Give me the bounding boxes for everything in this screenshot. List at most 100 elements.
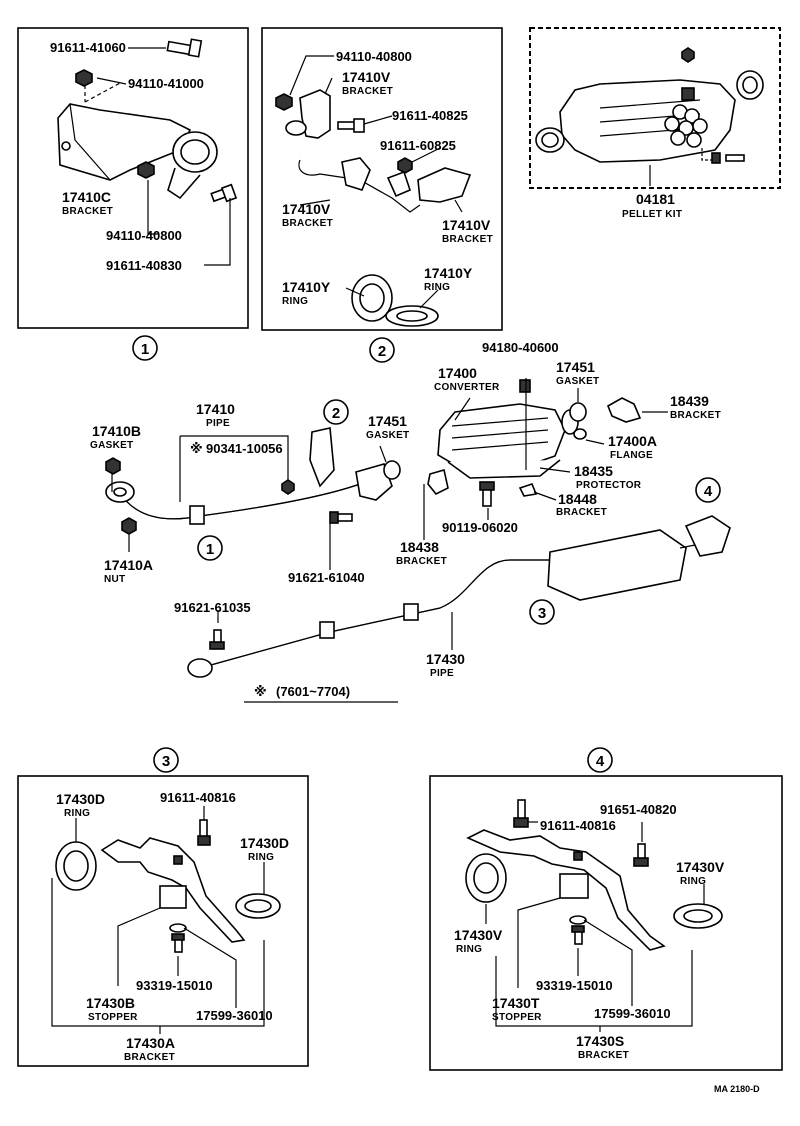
panel-1: 91611-41060 94110-41000 17410C BRACKET 9… bbox=[17, 27, 249, 361]
stopper-17430B bbox=[159, 885, 187, 909]
label-17430S-desc: BRACKET bbox=[578, 1050, 629, 1061]
label-17410B: 17410B bbox=[92, 423, 141, 439]
label-90341-10056: 90341-10056 bbox=[206, 441, 283, 456]
label-18439: 18439 bbox=[670, 393, 709, 409]
label-91611-40825: 91611-40825 bbox=[392, 108, 468, 123]
bracket-18448-shape bbox=[518, 483, 538, 497]
label-18448: 18448 bbox=[558, 491, 597, 507]
label-17410A-desc: NUT bbox=[104, 574, 125, 585]
label-18439-desc: BRACKET bbox=[670, 410, 721, 421]
nut-94110-40800 bbox=[137, 161, 155, 179]
label-17599-36010-p4: 17599-36010 bbox=[594, 1006, 671, 1021]
label-17430A-desc: BRACKET bbox=[124, 1052, 175, 1063]
label-17430D-a: 17430D bbox=[56, 791, 105, 807]
label-17451-a: 17451 bbox=[556, 359, 595, 375]
label-17410Y-b: 17410Y bbox=[424, 265, 473, 281]
gasket-17451-a bbox=[569, 402, 587, 422]
bracket-main-joint bbox=[355, 463, 393, 501]
callout-main-2: 2 bbox=[332, 405, 340, 422]
label-17430V-a: 17430V bbox=[454, 927, 503, 943]
bolt-93319-15010-p3 bbox=[169, 923, 187, 953]
bracket-17410V-main bbox=[309, 427, 335, 488]
bracket-17410C-shape bbox=[57, 103, 218, 200]
bolt-91611-40816-p4 bbox=[513, 799, 529, 828]
label-17451-b-desc: GASKET bbox=[366, 430, 409, 441]
bracket-17410V-c bbox=[417, 167, 472, 203]
label-04181: 04181 bbox=[636, 191, 675, 207]
label-04181-desc: PELLET KIT bbox=[622, 209, 682, 220]
note-symbol-a: ※ bbox=[190, 442, 203, 457]
callout-circle-2 bbox=[369, 337, 395, 363]
kit-bolt bbox=[711, 152, 745, 164]
panel-3-frame bbox=[17, 775, 309, 1067]
label-91621-61035: 91621-61035 bbox=[174, 600, 251, 615]
bolt-93319-15010-p4 bbox=[569, 915, 587, 945]
callout-2: 2 bbox=[378, 343, 386, 360]
callout-circle-1 bbox=[132, 335, 158, 361]
bolt-91611-41060 bbox=[166, 38, 203, 58]
label-17451-b: 17451 bbox=[368, 413, 407, 429]
label-17599-36010-p3: 17599-36010 bbox=[196, 1008, 273, 1023]
label-17400-desc: CONVERTER bbox=[434, 382, 500, 393]
bolt-90119-06020 bbox=[479, 481, 495, 507]
bracket-17410V-a bbox=[299, 89, 331, 139]
label-17430-desc: PIPE bbox=[430, 668, 454, 679]
pellet-kit-panel: 04181 PELLET KIT bbox=[529, 27, 781, 220]
label-17410C-desc: BRACKET bbox=[62, 206, 113, 217]
label-17410Y-b-desc: RING bbox=[424, 282, 450, 293]
stopper-17430T bbox=[559, 873, 589, 899]
bolt-91621-61040 bbox=[329, 511, 353, 524]
label-91611-41060: 91611-41060 bbox=[50, 40, 126, 55]
pipe-17430-shape bbox=[187, 515, 731, 678]
label-91611-40816-p4: 91611-40816 bbox=[540, 818, 616, 833]
main-assembly: 94180-40600 17400 CONVERTER 17451 GASKET… bbox=[90, 340, 731, 703]
callout-circle-main-3 bbox=[529, 599, 555, 625]
pellet-kit-frame bbox=[529, 27, 781, 189]
flange-17400A-shape bbox=[573, 428, 587, 440]
bracket-17430S-shape bbox=[466, 829, 666, 951]
callout-1: 1 bbox=[141, 341, 149, 358]
label-17410Y-a: 17410Y bbox=[282, 279, 331, 295]
label-91651-40820: 91651-40820 bbox=[600, 802, 677, 817]
label-94110-40800-p2: 94110-40800 bbox=[336, 49, 412, 64]
callout-3: 3 bbox=[162, 753, 170, 770]
callout-circle-main-2 bbox=[323, 399, 349, 425]
callout-circle-main-1 bbox=[197, 535, 223, 561]
label-17410V-a: 17410V bbox=[342, 69, 391, 85]
date-note: (7601~7704) bbox=[276, 684, 350, 699]
callout-circle-main-4 bbox=[695, 477, 721, 503]
bracket-17410V-b bbox=[298, 159, 421, 213]
note-symbol-b: ※ bbox=[254, 685, 267, 700]
label-91621-61040: 91621-61040 bbox=[288, 570, 365, 585]
label-17410C: 17410C bbox=[62, 189, 111, 205]
label-17430D-b: 17430D bbox=[240, 835, 289, 851]
label-17400A-desc: FLANGE bbox=[610, 450, 653, 461]
label-17430T-desc: STOPPER bbox=[492, 1012, 542, 1023]
label-17430V-b-desc: RING bbox=[680, 876, 706, 887]
panel-4-frame bbox=[429, 775, 783, 1071]
bracket-17430A-shape bbox=[100, 837, 246, 943]
callout-main-1: 1 bbox=[206, 541, 214, 558]
label-94110-40800: 94110-40800 bbox=[106, 228, 182, 243]
pellet-pile-shape bbox=[664, 87, 708, 148]
label-17400: 17400 bbox=[438, 365, 477, 381]
label-18435: 18435 bbox=[574, 463, 613, 479]
panel-4: 4 91651-40820 91611-408 bbox=[429, 747, 783, 1071]
label-91611-60825: 91611-60825 bbox=[380, 138, 456, 153]
bolt-91611-40830 bbox=[210, 183, 238, 203]
label-94180-40600: 94180-40600 bbox=[482, 340, 559, 355]
label-17430A: 17430A bbox=[126, 1035, 175, 1051]
label-17430T: 17430T bbox=[492, 995, 540, 1011]
nut-91611-60825 bbox=[397, 157, 413, 174]
label-17410V-c: 17410V bbox=[442, 217, 491, 233]
gasket-17410B-shape bbox=[105, 457, 121, 475]
converter-17400-shape bbox=[437, 403, 579, 479]
bolt-91651-40820 bbox=[633, 843, 649, 867]
bolt-90341-10056 bbox=[281, 479, 295, 495]
label-91611-40816-p3: 91611-40816 bbox=[160, 790, 236, 805]
bracket-18438-shape bbox=[427, 468, 449, 496]
label-18438-desc: BRACKET bbox=[396, 556, 447, 567]
label-17410-desc: PIPE bbox=[206, 418, 230, 429]
bracket-18439-shape bbox=[606, 397, 642, 423]
